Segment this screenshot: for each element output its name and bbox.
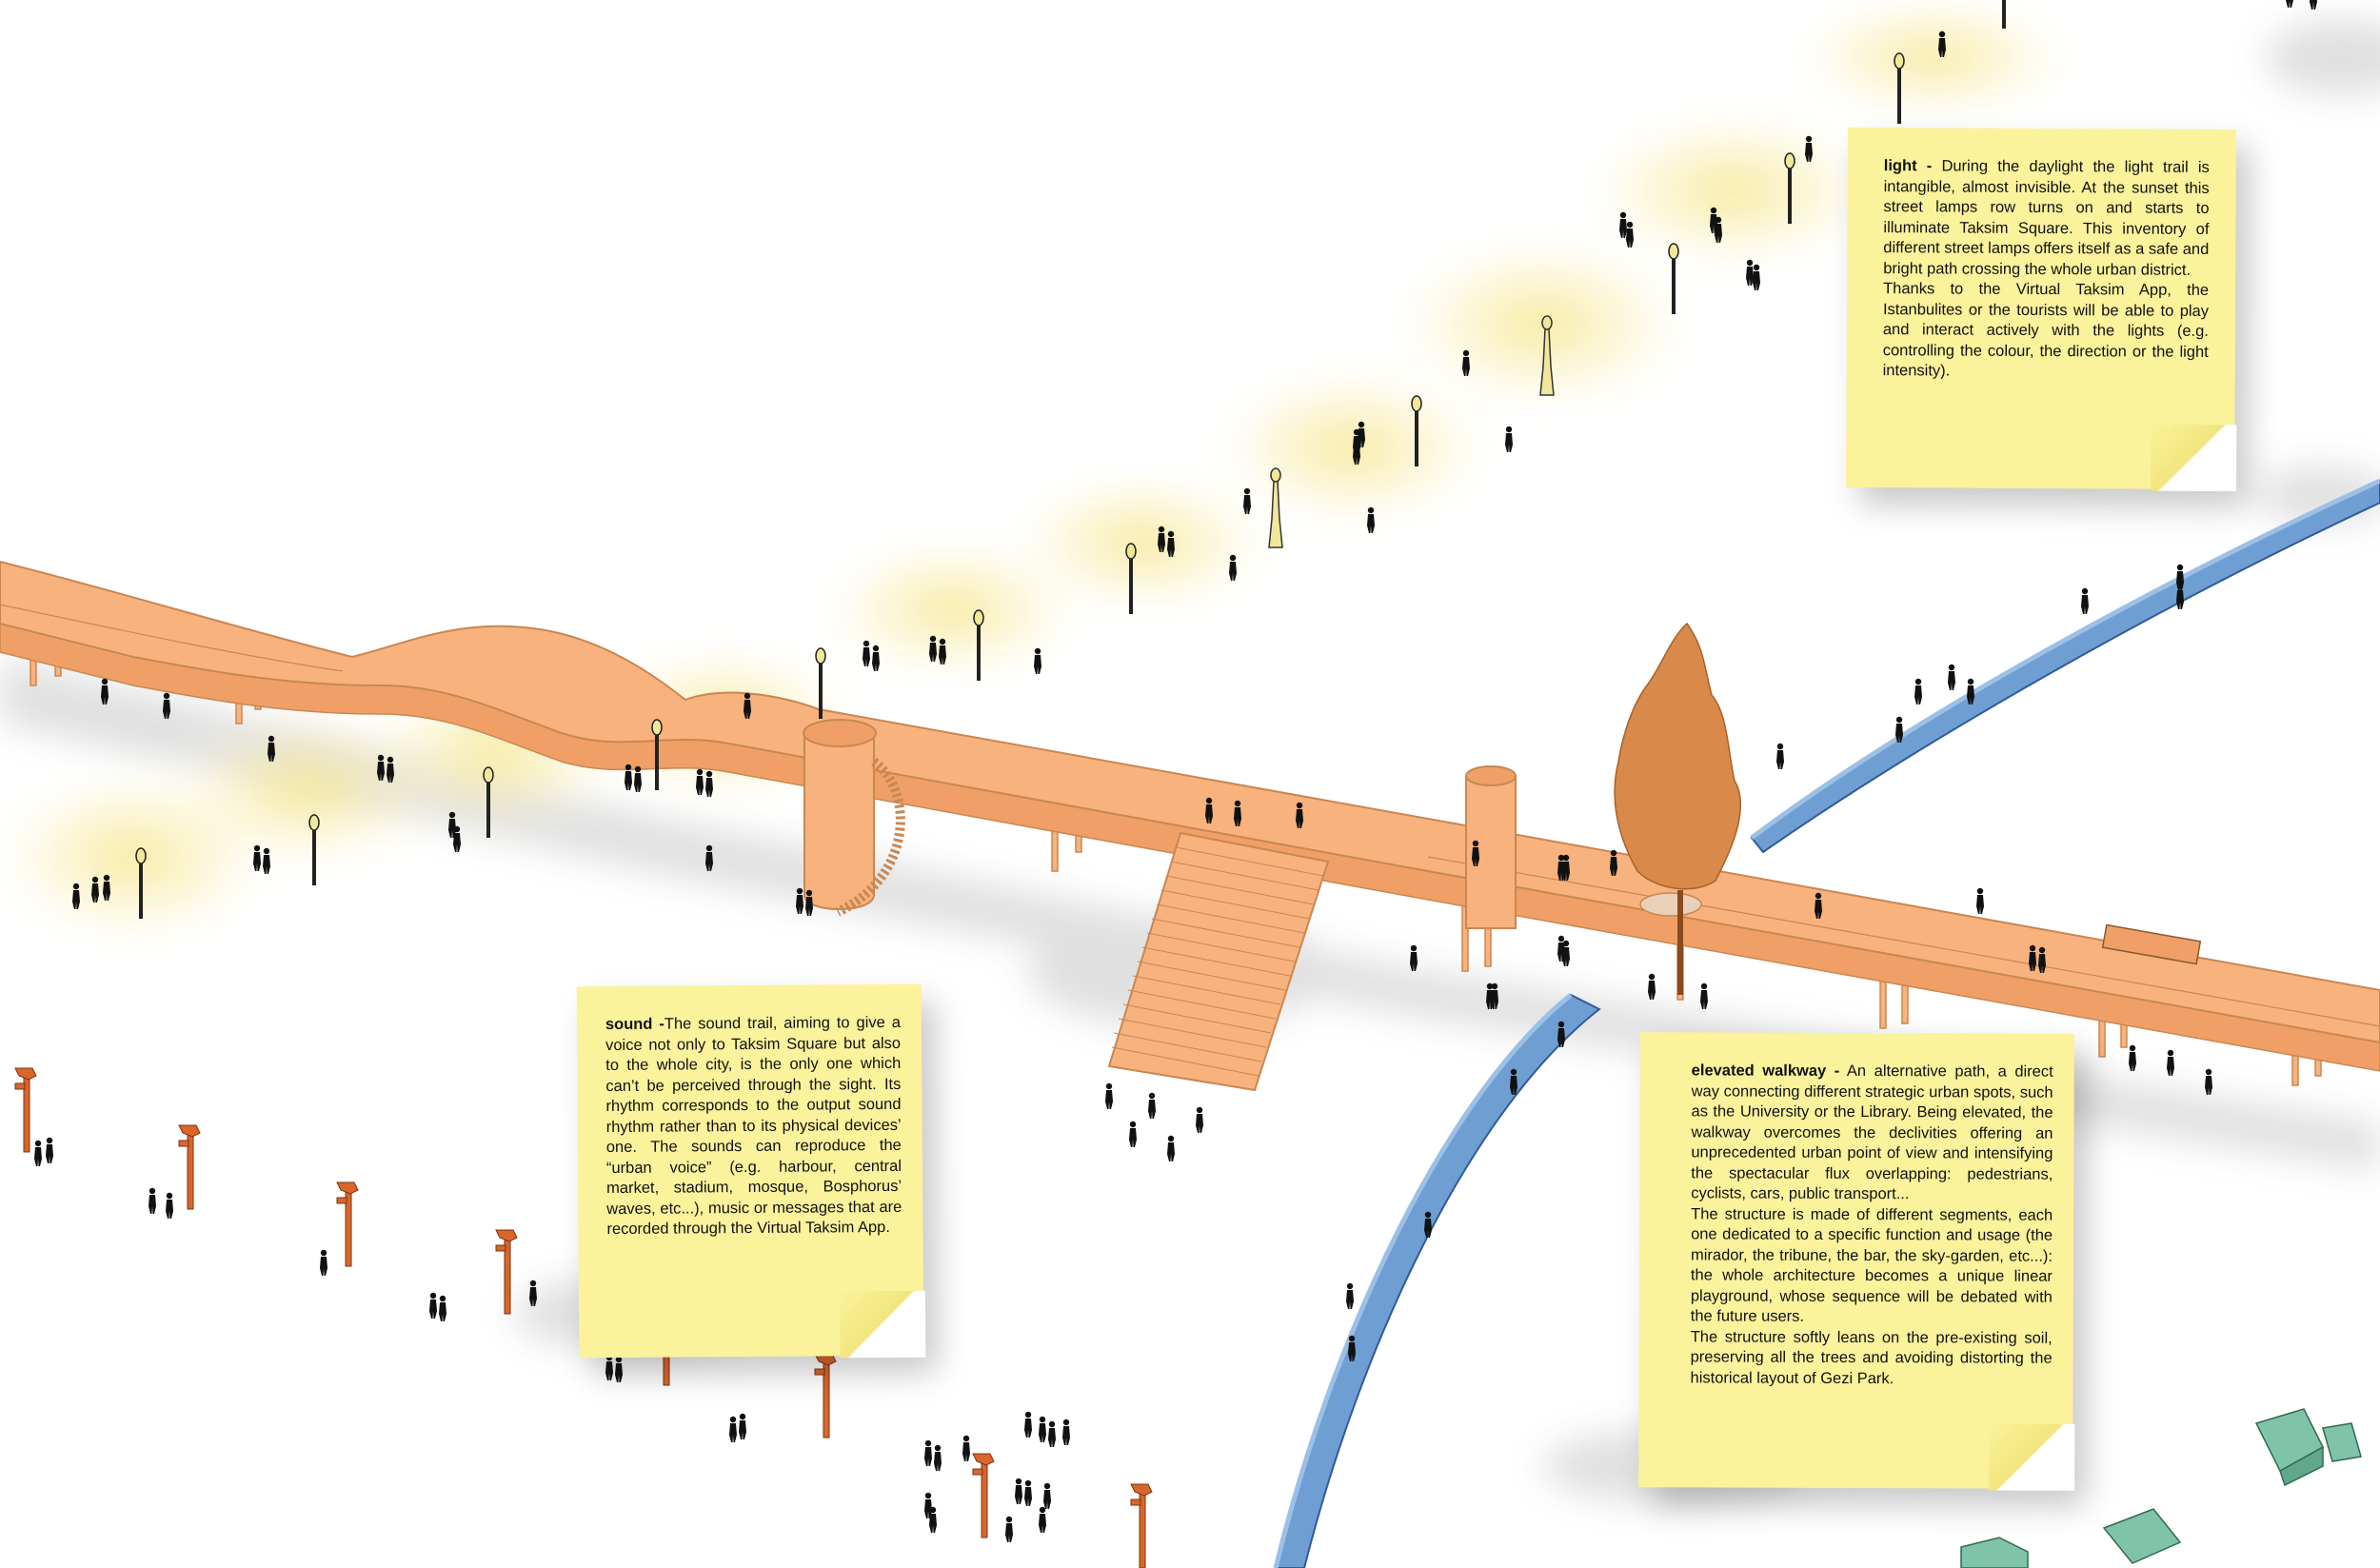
sound-note: sound -The sound trail, aiming to give a…	[576, 983, 926, 1359]
sound-note-body: The sound trail, aiming to give a voice …	[605, 1013, 902, 1239]
page-curl	[1989, 1423, 2075, 1491]
elevated-walkway	[0, 560, 2380, 1092]
elevated-walkway-note: elevated walkway - An alternative path, …	[1638, 1032, 2075, 1491]
cypress-tree	[1614, 622, 1741, 995]
green-blocks	[1960, 1408, 2362, 1568]
page-curl	[2150, 424, 2237, 492]
light-trail-glow	[0, 0, 2085, 952]
sound-note-title: sound -	[605, 1015, 664, 1034]
blue-ramp-upper	[1750, 478, 2380, 854]
walkway-note-body: An alternative path, a direct way connec…	[1691, 1062, 2053, 1203]
walkway-note-body-2: The structure is made of different segme…	[1690, 1204, 2053, 1325]
walkway-note-title: elevated walkway -	[1691, 1062, 1840, 1080]
light-note-body-2: Thanks to the Virtual Taksim App, the Is…	[1882, 280, 2210, 380]
page-curl	[839, 1290, 926, 1359]
light-note: light - During the daylight the light tr…	[1846, 127, 2237, 492]
walkway-note-body-3: The structure softly leans on the pre-ex…	[1690, 1327, 2053, 1387]
light-note-title: light -	[1883, 157, 1933, 175]
blue-ramp-lower	[1273, 993, 1601, 1568]
light-note-body: During the daylight the light trail is i…	[1883, 157, 2210, 279]
